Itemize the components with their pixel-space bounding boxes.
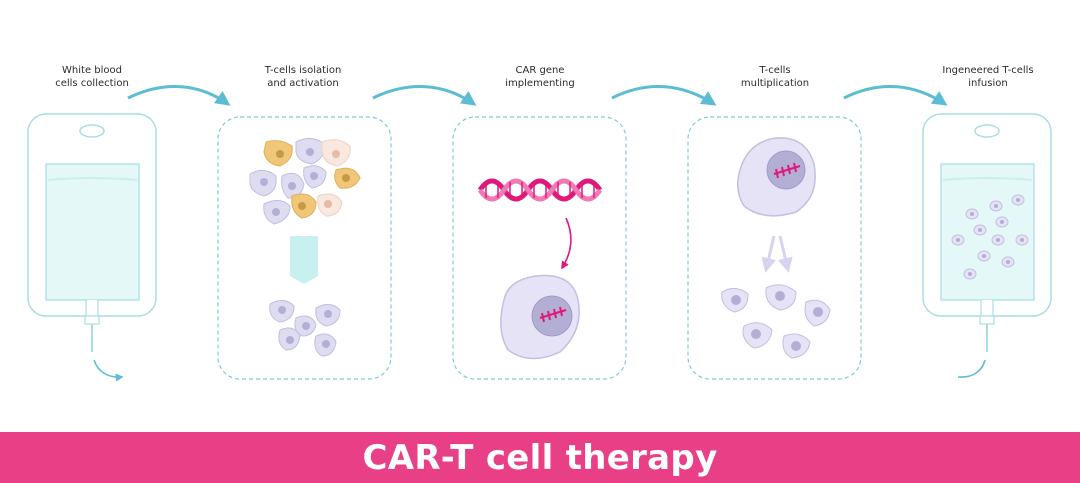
multiplied-cells-cluster — [721, 284, 831, 359]
step-label-collection: White blood cells collection — [55, 65, 129, 89]
t-cell-receiving-car — [500, 274, 580, 360]
step-label-multiplication: T-cells multiplication — [740, 65, 810, 89]
arrow-4-to-5 — [843, 85, 948, 106]
arrow-3-to-4 — [611, 85, 717, 106]
split-arrow-right — [777, 235, 793, 273]
title-banner: CAR-T cell therapy — [0, 432, 1080, 483]
infusion-bag-icon — [922, 113, 1052, 378]
car-t-diagram — [27, 85, 1052, 382]
arrow-1-to-2 — [127, 85, 231, 106]
isolated-t-cells-cluster — [269, 300, 341, 357]
step-label-isolation: T-cells isolation and activation — [264, 65, 342, 89]
step-label-infusion: Ingeneered T-cells infusion — [942, 65, 1034, 89]
arrow-2-to-3 — [372, 85, 477, 106]
multiplication-panel — [687, 116, 862, 380]
split-arrow-left — [761, 235, 777, 273]
collection-bag-icon — [27, 113, 157, 382]
banner-title: CAR-T cell therapy — [362, 437, 718, 478]
insert-arrow — [561, 217, 572, 270]
step-label-gene: CAR gene implementing — [505, 65, 575, 89]
isolation-panel — [217, 116, 392, 380]
car-t-cell-large — [737, 137, 816, 217]
filter-arrow — [290, 236, 318, 284]
mixed-cells-cluster — [249, 138, 361, 225]
gene-panel — [452, 116, 627, 380]
dna-helix-icon — [477, 178, 603, 202]
